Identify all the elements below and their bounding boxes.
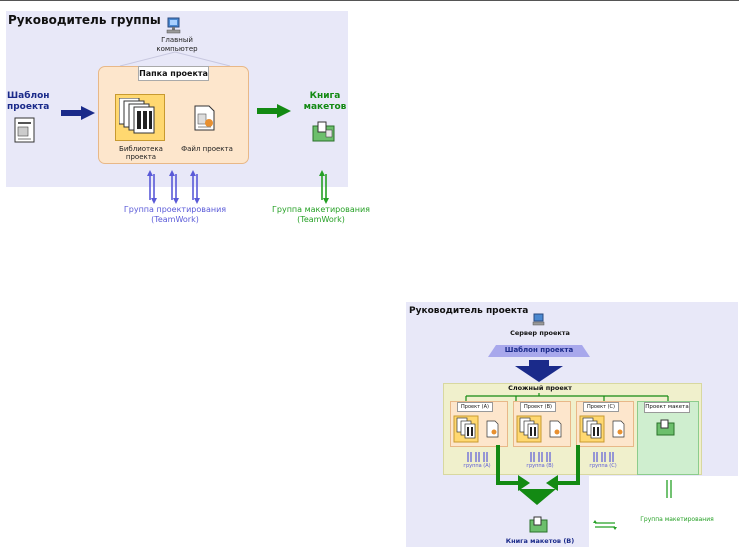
template-to-folder-arrow xyxy=(61,106,95,120)
computer-icon xyxy=(166,17,181,34)
panel-notch xyxy=(589,476,739,549)
folder-to-book-arrow xyxy=(257,104,291,118)
template-down-arrow xyxy=(515,360,563,382)
group-b-label: группа (B) xyxy=(526,463,554,469)
layout-project-icon xyxy=(656,419,675,436)
design-group-label: Группа проектирования (TeamWork) xyxy=(123,205,227,224)
main-computer-label: Главный компьютер xyxy=(156,36,198,53)
project-file-label: Файл проекта xyxy=(181,145,233,153)
design-group-arrows xyxy=(147,170,200,204)
project-folder-label: Папка проекта xyxy=(138,66,209,81)
layout-group-label: Группа макетирования (TeamWork) xyxy=(272,205,370,224)
layout-book-icon xyxy=(312,121,335,142)
diagram2-layout-book-label: Книга макетов (B) xyxy=(505,537,575,545)
layout-group-vertical-arrows xyxy=(666,480,672,498)
project-a-label: Проект (A) xyxy=(457,402,493,412)
diagram2-template-label: Шаблон проекта xyxy=(504,346,574,354)
diagram2-title: Руководитель проекта xyxy=(409,306,529,316)
layout-project-label: Проект макета xyxy=(644,402,690,413)
layout-project-box xyxy=(637,401,699,475)
group-c-label: группа (C) xyxy=(589,463,617,469)
group-a-arrows xyxy=(467,452,488,462)
project-b-icons xyxy=(516,415,562,443)
top-rule xyxy=(0,0,739,1)
layout-group-exchange-arrows xyxy=(593,520,617,530)
diagram2-layout-book-icon xyxy=(529,516,548,533)
group-c-arrows xyxy=(593,452,614,462)
template-icon xyxy=(14,117,35,143)
layout-group-arrows xyxy=(319,170,329,204)
group-a-label: группа (A) xyxy=(463,463,491,469)
library-pages-icon xyxy=(119,98,155,134)
project-c-label: Проект (C) xyxy=(583,402,619,412)
file-icon xyxy=(194,105,215,131)
template-label: Шаблон проекта xyxy=(7,91,50,112)
group-b-arrows xyxy=(530,452,551,462)
project-b-label: Проект (B) xyxy=(520,402,556,412)
server-icon xyxy=(532,313,545,326)
layout-book-label: Книга макетов xyxy=(303,91,347,112)
project-library-label: Библиотека проекта xyxy=(119,145,163,161)
complex-project-label: Сложный проект xyxy=(508,384,572,392)
projects-to-book-arrows xyxy=(496,445,580,505)
project-c-icons xyxy=(579,415,625,443)
diagram2-layout-group-label: Группа макетирования xyxy=(640,516,714,523)
project-server-label: Сервер проекта xyxy=(510,329,570,337)
diagram1-lines xyxy=(119,51,231,67)
project-a-icons xyxy=(453,415,499,443)
diagram1-title: Руководитель группы xyxy=(8,13,161,27)
template-banner xyxy=(488,345,590,357)
